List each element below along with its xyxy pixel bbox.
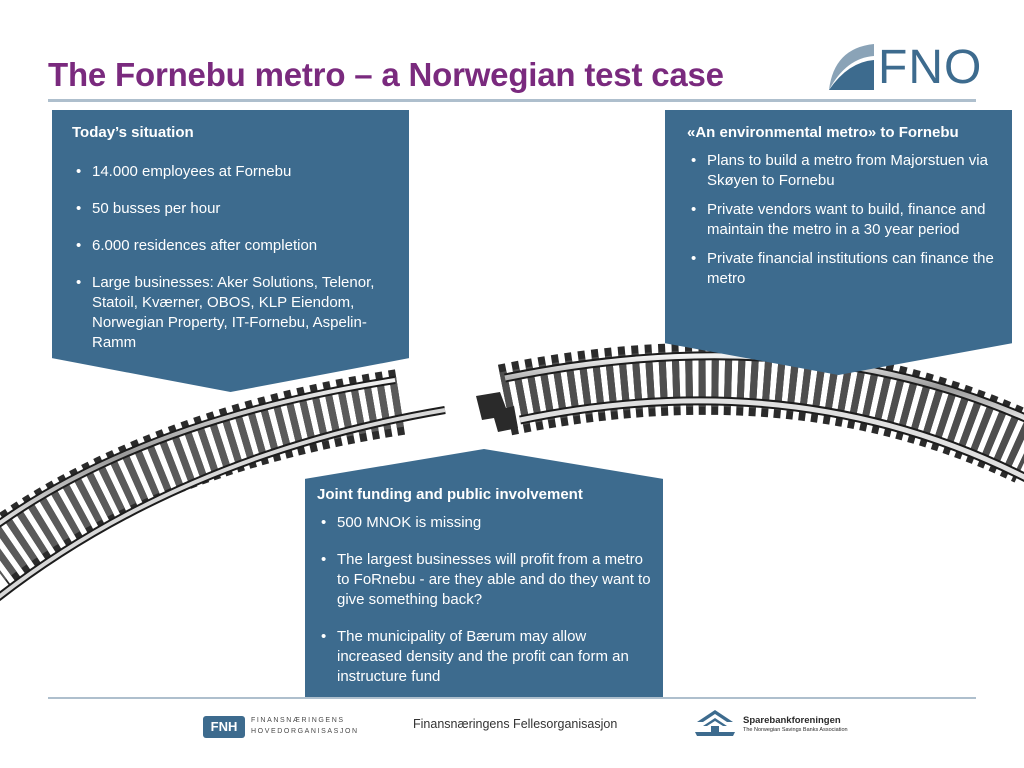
list-item: 14.000 employees at Fornebu <box>72 162 389 182</box>
fnh-logo-line1: FINANSNÆRINGENS <box>251 717 345 724</box>
fnh-logo: FNH FINANSNÆRINGENS HOVEDORGANISASJON <box>203 714 357 742</box>
joint-funding-list: 500 MNOK is missing The largest business… <box>317 513 653 687</box>
list-item: 50 busses per hour <box>72 199 389 219</box>
fellesorganisasjon-logo: Finansnæringens Fellesorganisasjon <box>413 717 618 731</box>
sparebank-logo-name: Sparebankforeningen <box>743 715 841 726</box>
fnh-logo-mark: FNH <box>203 716 245 738</box>
joint-funding-box: Joint funding and public involvement 500… <box>305 449 663 698</box>
fnh-logo-line2: HOVEDORGANISASJON <box>251 728 359 735</box>
list-item: 500 MNOK is missing <box>317 513 653 533</box>
joint-funding-heading: Joint funding and public involvement <box>317 486 583 503</box>
sparebank-logo-subtitle: The Norwegian Savings Banks Association <box>743 727 848 733</box>
environmental-metro-box: «An environmental metro» to Fornebu Plan… <box>665 110 1012 375</box>
sparebankforeningen-logo: Sparebankforeningen The Norwegian Saving… <box>693 708 848 740</box>
list-item: Large businesses: Aker Solutions, Teleno… <box>72 273 389 353</box>
page-title: The Fornebu metro – a Norwegian test cas… <box>48 56 724 93</box>
footer-divider <box>48 697 976 699</box>
environmental-metro-list: Plans to build a metro from Majorstuen v… <box>687 151 1002 289</box>
sparebank-emblem-icon <box>695 710 735 736</box>
list-item: The largest businesses will profit from … <box>317 550 653 610</box>
list-item: Private financial institutions can finan… <box>687 249 1002 289</box>
list-item: The municipality of Bærum may allow incr… <box>317 627 653 687</box>
list-item: Plans to build a metro from Majorstuen v… <box>687 151 1002 191</box>
todays-situation-box: Today’s situation 14.000 employees at Fo… <box>52 110 409 392</box>
title-divider <box>48 99 976 102</box>
todays-situation-list: 14.000 employees at Fornebu 50 busses pe… <box>72 162 389 353</box>
environmental-metro-heading: «An environmental metro» to Fornebu <box>687 124 959 141</box>
list-item: 6.000 residences after completion <box>72 236 389 256</box>
fno-logo: FNO <box>826 40 982 96</box>
fno-swoosh-icon <box>829 44 874 90</box>
fno-logo-text: FNO <box>878 41 983 94</box>
todays-situation-heading: Today’s situation <box>72 124 194 141</box>
list-item: Private vendors want to build, finance a… <box>687 200 1002 240</box>
